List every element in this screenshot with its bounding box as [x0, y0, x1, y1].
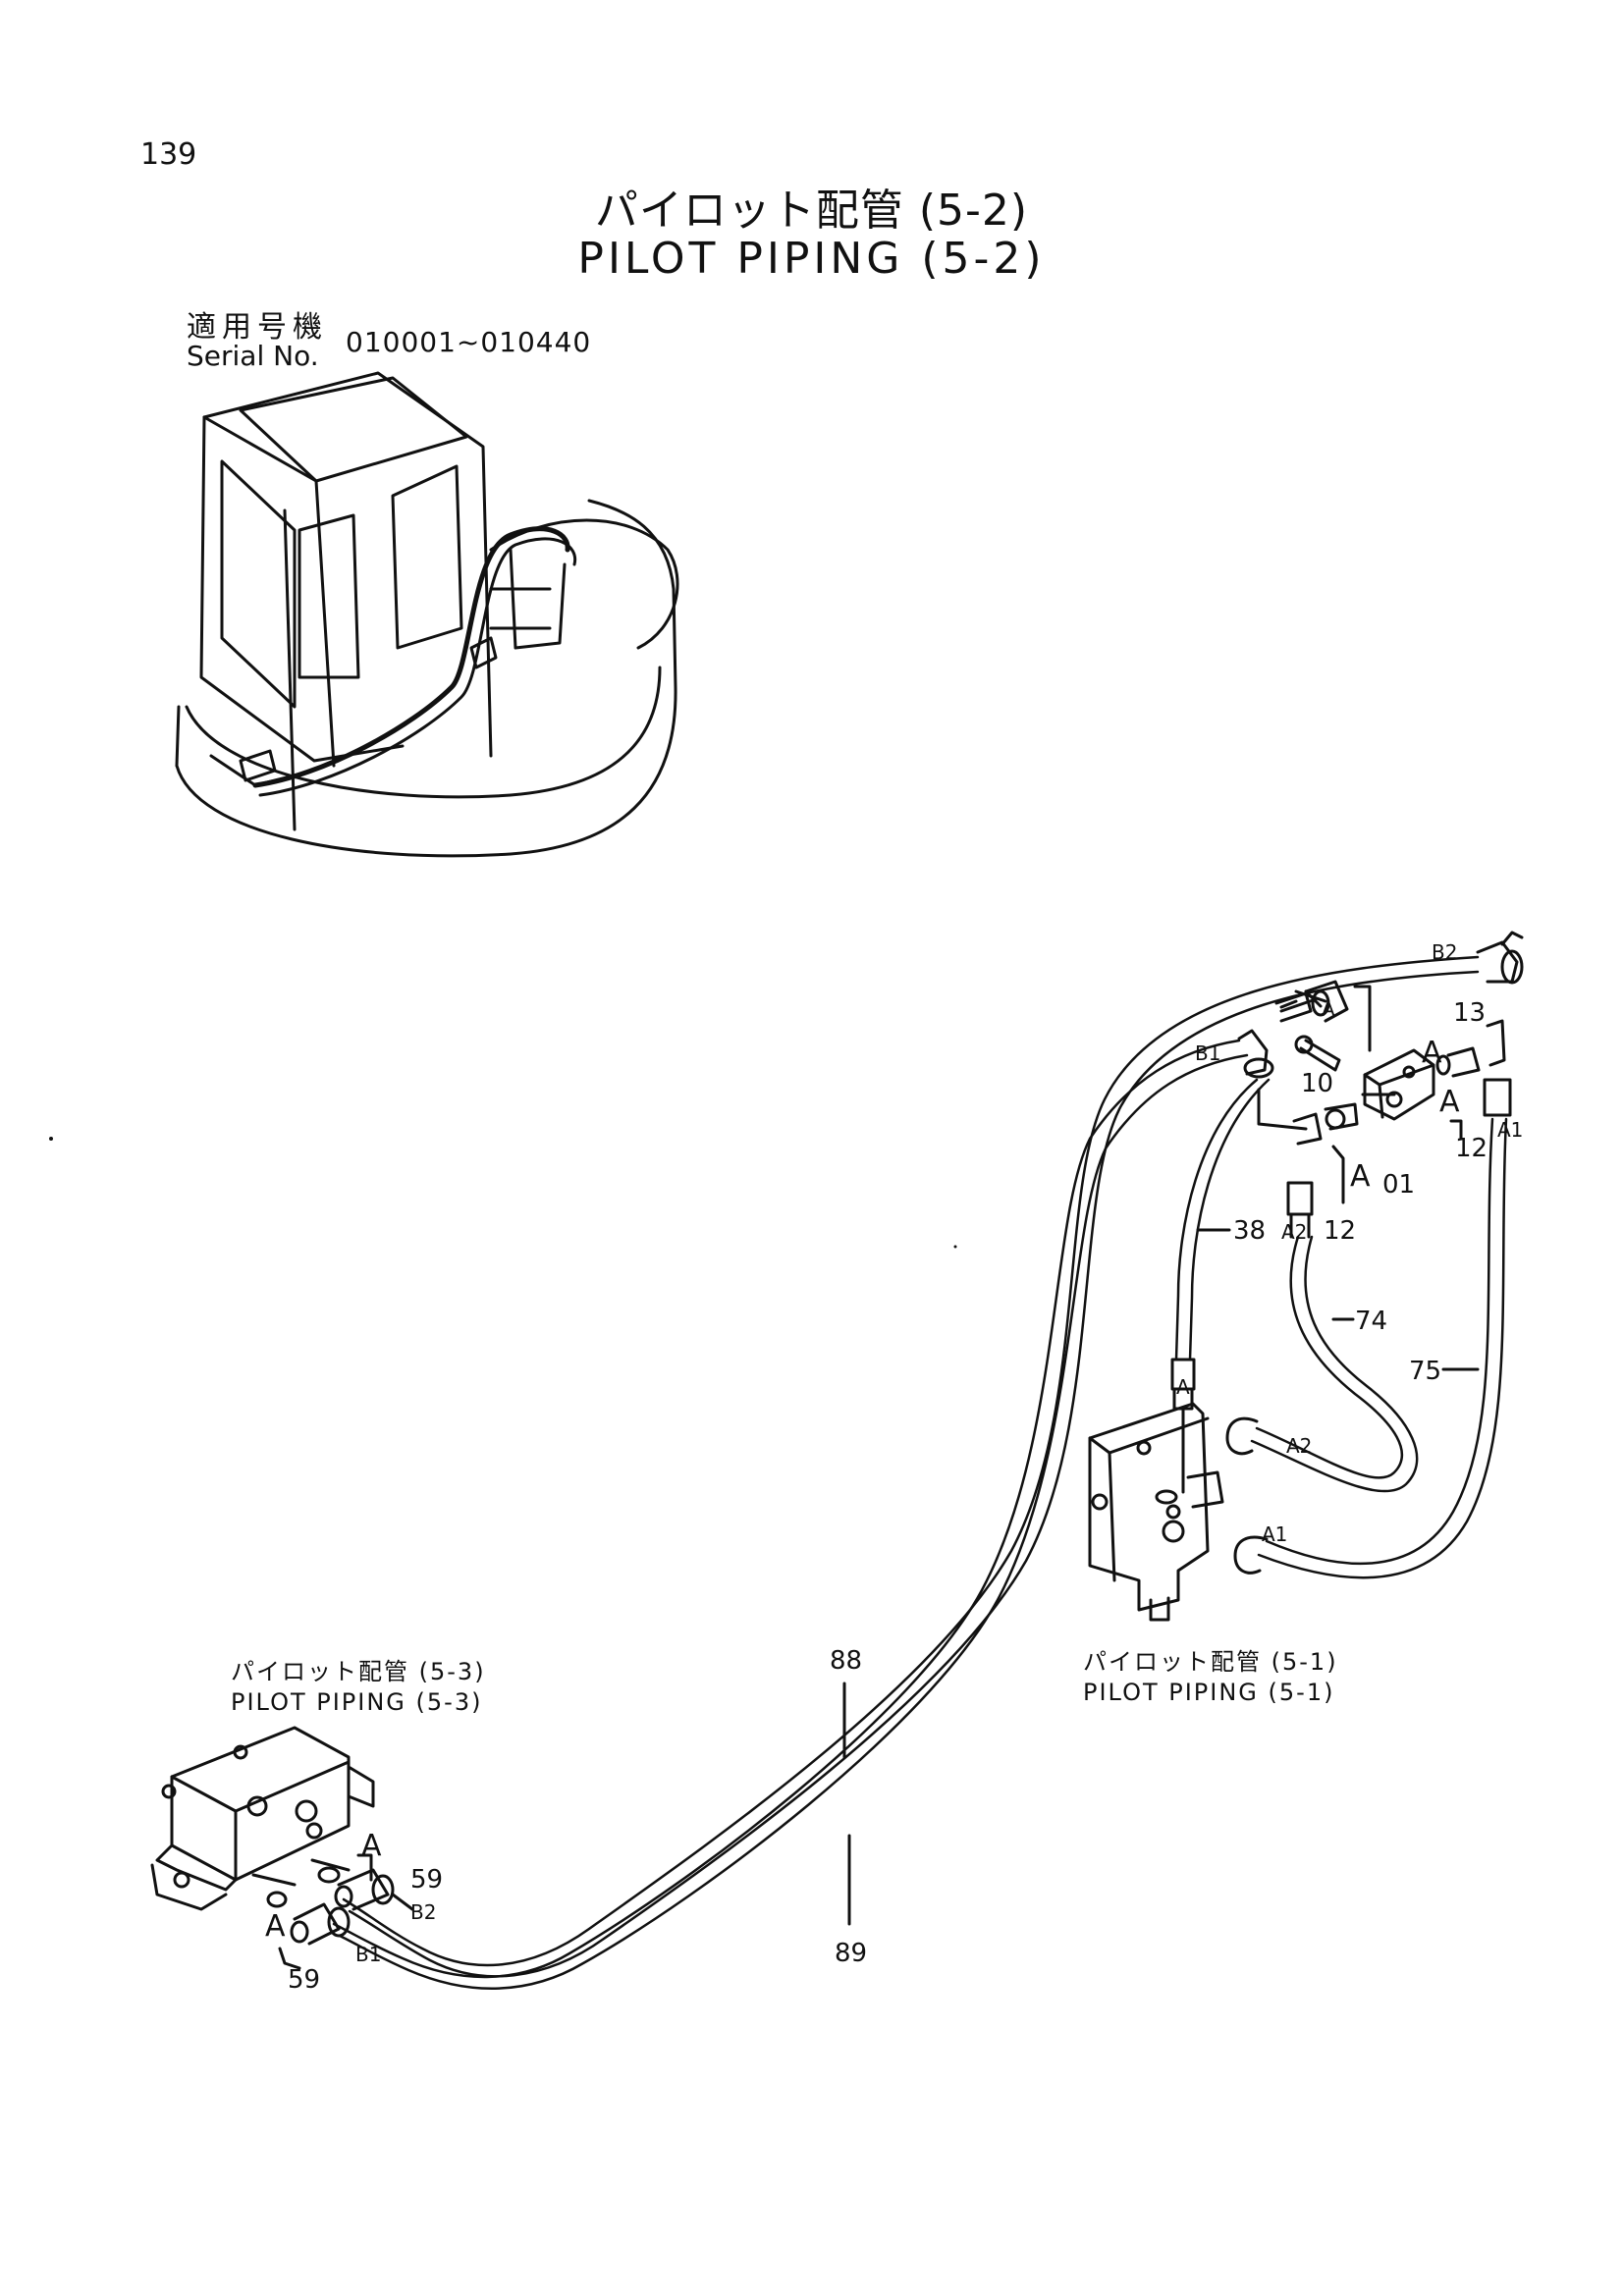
- fitting-10: [1294, 1035, 1341, 1072]
- serial-label-en: Serial No.: [187, 340, 319, 372]
- part-label-59-upper: 59: [410, 1865, 443, 1895]
- part-label-13: 13: [1453, 998, 1486, 1028]
- port-label-b1-bottom: B1: [355, 1943, 381, 1966]
- fitting-a-upper: [1274, 989, 1323, 1023]
- fitting-59-b1: [266, 1891, 351, 1946]
- port-label-a-hose38: A: [1176, 1375, 1190, 1399]
- reference-right-en: PILOT PIPING (5-1): [1083, 1679, 1335, 1706]
- hose-38: [1170, 1078, 1271, 1494]
- speck-dot: [49, 1137, 53, 1141]
- part-label-89: 89: [835, 1939, 867, 1968]
- part-label-38: 38: [1233, 1216, 1266, 1246]
- fitting-b1: [1237, 1029, 1274, 1079]
- port-label-a2-top: A2: [1281, 1220, 1307, 1244]
- speck-dot: [953, 1245, 957, 1249]
- reference-left-en: PILOT PIPING (5-3): [231, 1688, 483, 1716]
- part-label-12-upper: 12: [1455, 1134, 1488, 1163]
- port-label-b2-top: B2: [1432, 940, 1457, 964]
- part-label-75: 75: [1409, 1357, 1441, 1386]
- hose-75: [1233, 1078, 1512, 1579]
- fitting-b2: [1476, 931, 1524, 985]
- port-label-a-hose: A: [1322, 997, 1335, 1021]
- port-label-b2-bottom: B2: [410, 1900, 436, 1924]
- reference-left-ja: パイロット配管 (5-3): [231, 1658, 486, 1685]
- part-label-88: 88: [830, 1646, 862, 1676]
- valve-block-5-3: [150, 1726, 375, 1911]
- page-title-ja: パイロット配管 (5-2): [594, 186, 1029, 236]
- page-title-en: PILOT PIPING (5-2): [577, 234, 1046, 284]
- group-label-a-13: A: [1422, 1036, 1442, 1070]
- group-label-a-12-lower: A: [1350, 1159, 1371, 1194]
- part-label-12-lower: 12: [1324, 1216, 1356, 1246]
- fitting-59-b2: [317, 1866, 414, 1911]
- hose-74: [1225, 1181, 1419, 1493]
- fitting-12-upper: [1435, 1019, 1506, 1078]
- port-label-b1-top: B1: [1195, 1041, 1220, 1065]
- fitting-block-01: [1363, 1048, 1435, 1121]
- fitting-12-lower: [1292, 1102, 1359, 1146]
- part-label-01: 01: [1382, 1170, 1415, 1200]
- hose-88-89: [332, 955, 1480, 1990]
- part-label-74: 74: [1355, 1307, 1387, 1336]
- port-label-a1-top: A1: [1497, 1118, 1523, 1142]
- group-label-a-59-lower: A: [265, 1909, 286, 1944]
- port-label-a2-valve: A2: [1286, 1434, 1312, 1458]
- reference-right-ja: パイロット配管 (5-1): [1083, 1648, 1338, 1676]
- part-label-59-lower: 59: [288, 1965, 320, 1995]
- excavator-cab-illustration: [175, 371, 679, 858]
- valve-block-5-1: [1088, 1402, 1224, 1622]
- group-label-a-12: A: [1439, 1085, 1460, 1119]
- page-number: 139: [140, 137, 197, 172]
- group-label-a-59-upper: A: [361, 1829, 382, 1863]
- port-label-a1-valve: A1: [1262, 1522, 1287, 1546]
- serial-range: 010001~010440: [346, 326, 592, 358]
- part-label-10: 10: [1301, 1069, 1333, 1098]
- serial-label-ja: 適用号機: [187, 310, 328, 345]
